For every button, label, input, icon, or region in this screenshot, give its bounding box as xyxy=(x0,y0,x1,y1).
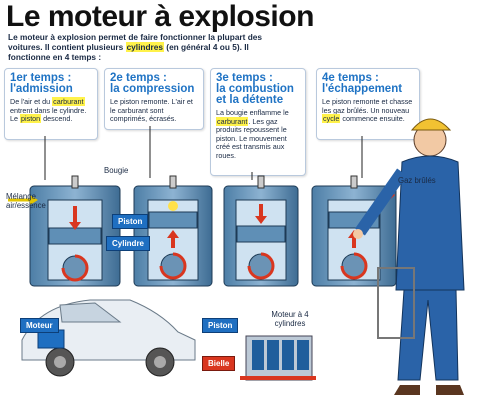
tag-piston-2: Piston xyxy=(202,318,239,333)
page-title: Le moteur à explosion xyxy=(6,0,314,33)
label-bougie: Bougie xyxy=(104,166,129,175)
step-4-title-b: l'échappement xyxy=(322,83,403,95)
step-1-title-a: 1er temps : xyxy=(10,72,72,84)
step-1-hl-carburant: carburant xyxy=(52,97,85,106)
intro-highlight: cylindres xyxy=(125,42,164,52)
label-moteur-4-cylindres: Moteur à 4 cylindres xyxy=(271,310,309,328)
intro-text: Le moteur à explosion permet de faire fo… xyxy=(8,32,278,62)
step-4-hl-cycle: cycle xyxy=(322,114,341,124)
intro-pre: Le moteur à explosion permet de faire fo… xyxy=(8,32,263,52)
step-2-title-a: 2e temps : xyxy=(110,72,167,84)
cylinder-3 xyxy=(223,175,299,287)
step-2-text: Le piston remonte. L'air et le carburant… xyxy=(110,97,193,124)
step-3-box: 3e temps :la combustion et la détente La… xyxy=(210,68,306,176)
tag-cylindre: Cylindre xyxy=(106,236,151,251)
step-3-title-a: 3e temps : xyxy=(216,72,273,84)
intro-post: (en général 4 ou 5). Il fonctionne en 4 … xyxy=(8,42,249,62)
mechanic-figure xyxy=(353,118,465,395)
car-illustration xyxy=(21,299,196,377)
cylinder-2 xyxy=(133,175,213,287)
step-3-text: La bougie enflamme le carburant. Les gaz… xyxy=(216,108,289,160)
label-melange: Mélange air/essence xyxy=(6,192,46,210)
four-cylinder-engine xyxy=(240,335,316,381)
step-3-hl-carburant: carburant xyxy=(216,116,249,126)
cylinder-1 xyxy=(29,175,121,287)
tag-moteur: Moteur xyxy=(20,318,59,333)
step-4-text: Le piston remonte et chasse les gaz brûl… xyxy=(322,97,413,124)
tag-bielle: Bielle xyxy=(202,356,236,371)
label-gaz-brules: Gaz brûlés xyxy=(398,176,436,185)
step-2-title-b: la compression xyxy=(110,83,195,95)
step-1-box: 1er temps :l'admission De l'air et du ca… xyxy=(4,68,98,140)
tag-piston: Piston xyxy=(112,214,149,229)
step-4-title-a: 4e temps : xyxy=(322,72,379,84)
step-1-hl-piston: piston xyxy=(20,114,42,124)
step-1-text: De l'air et du carburant entrent dans le… xyxy=(10,97,87,124)
step-1-title-b: l'admission xyxy=(10,83,73,95)
step-4-box: 4e temps :l'échappement Le piston remont… xyxy=(316,68,420,140)
step-3-title-b: la combustion et la détente xyxy=(216,83,294,106)
connector-lines xyxy=(44,126,363,180)
step-2-box: 2e temps :la compression Le piston remon… xyxy=(104,68,204,130)
